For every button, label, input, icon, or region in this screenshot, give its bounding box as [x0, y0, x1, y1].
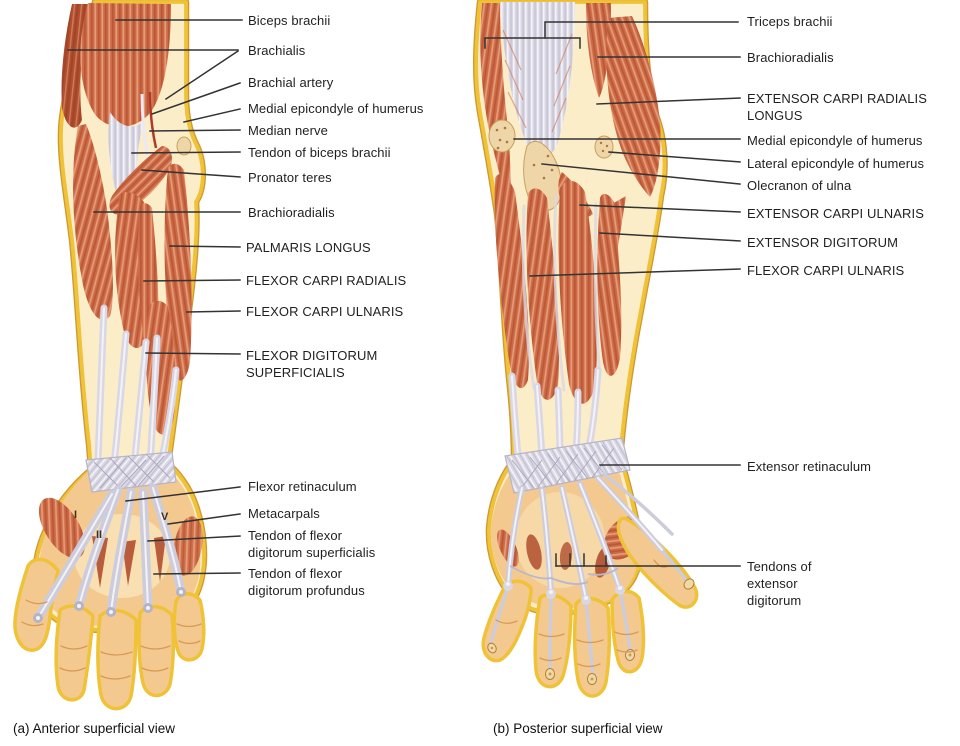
fingers: [481, 516, 699, 698]
juncturae-tendinum: [509, 565, 619, 585]
brachialis-muscle: [61, 4, 88, 128]
thumb: [616, 516, 699, 609]
brachial-artery: [148, 91, 158, 149]
tendon-end-caps: [33, 587, 186, 623]
triceps-long-head: [480, 3, 511, 206]
ring-finger: [137, 604, 176, 698]
lateral-epicondyle: [594, 135, 614, 159]
finger-creases: [21, 599, 202, 680]
extensor-retinaculum-band: [504, 437, 631, 494]
palm-deep-muscles: [38, 497, 203, 588]
flexor-carpi-ulnaris-muscle: [164, 163, 192, 381]
caption-anterior-view: (a) Anterior superficial view: [13, 721, 176, 736]
extensor-carpi-ulnaris-muscle: [526, 188, 559, 400]
retinaculum-weave: [93, 453, 171, 491]
posterior-arm-illustration: [472, 0, 699, 698]
caption-posterior-view: (b) Posterior superficial view: [493, 721, 663, 736]
upper-arm-muscles: [61, 3, 192, 223]
fingers: [13, 557, 206, 711]
retinaculum-weave: [511, 444, 623, 491]
anterior-arm-illustration: [13, 0, 208, 711]
medial-epicondyle-bump: [176, 136, 192, 156]
hypothenar-muscle: [173, 516, 203, 576]
medial-epicondyle: [488, 119, 516, 153]
ring-finger: [533, 592, 573, 689]
extensor-digitorum-muscle: [558, 180, 598, 404]
biceps-brachii-muscle: [80, 3, 171, 127]
flexor-carpi-ulnaris-muscle: [494, 174, 529, 389]
median-nerve: [140, 93, 150, 161]
thenar-muscle: [38, 497, 86, 559]
pinky-finger: [481, 579, 533, 663]
brachioradialis-muscle: [73, 124, 113, 320]
index-finger: [54, 604, 95, 702]
thumb: [13, 557, 60, 652]
forearm-muscles: [494, 172, 622, 404]
middle-finger: [96, 608, 138, 711]
knuckle-tendon-hoods: [503, 581, 625, 605]
